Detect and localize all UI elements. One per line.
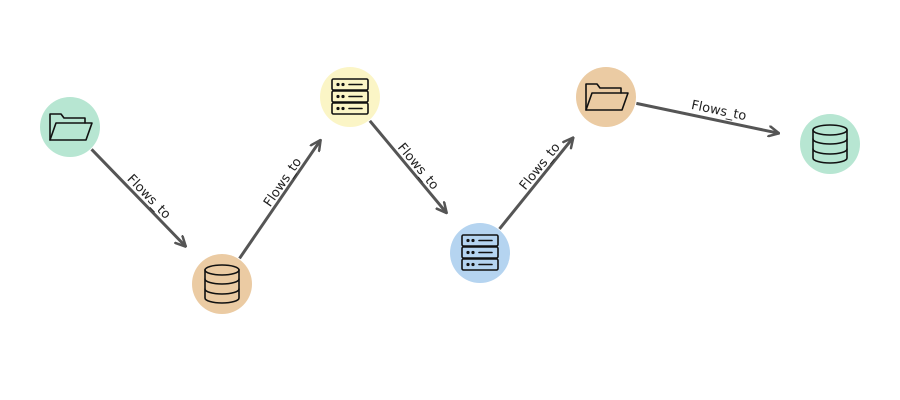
- edge-n2-n3: Flows_to: [238, 140, 321, 260]
- database-icon: [204, 264, 240, 304]
- folder-icon: [49, 113, 93, 141]
- edge-n4-n5: Flows_to: [498, 137, 573, 230]
- server-icon: [461, 234, 499, 271]
- node-n3[interactable]: [320, 67, 380, 127]
- node-circle: [40, 97, 100, 157]
- edge-n1-n2: Flows_to: [90, 148, 186, 246]
- edge-label: Flows_to: [261, 155, 305, 210]
- edge-n5-n6: Flows_to: [636, 98, 779, 133]
- node-n1[interactable]: [40, 97, 100, 157]
- edge-label: Flows_to: [394, 140, 441, 193]
- edge-arrow: [636, 101, 779, 133]
- node-circle: [576, 67, 636, 127]
- node-n6[interactable]: [800, 114, 860, 174]
- edge-arrow: [368, 119, 447, 213]
- database-icon: [812, 124, 848, 164]
- edge-label: Flows_to: [517, 140, 564, 193]
- edge-n3-n4: Flows_to: [368, 119, 447, 213]
- node-n2[interactable]: [192, 254, 252, 314]
- edge-label: Flows_to: [124, 172, 174, 223]
- edge-arrow: [238, 140, 321, 260]
- node-n5[interactable]: [576, 67, 636, 127]
- server-icon: [331, 78, 369, 115]
- folder-icon: [585, 83, 629, 111]
- edge-arrow: [90, 148, 186, 246]
- edge-arrow: [498, 137, 573, 230]
- node-n4[interactable]: [450, 223, 510, 283]
- nodes-layer: [40, 67, 860, 314]
